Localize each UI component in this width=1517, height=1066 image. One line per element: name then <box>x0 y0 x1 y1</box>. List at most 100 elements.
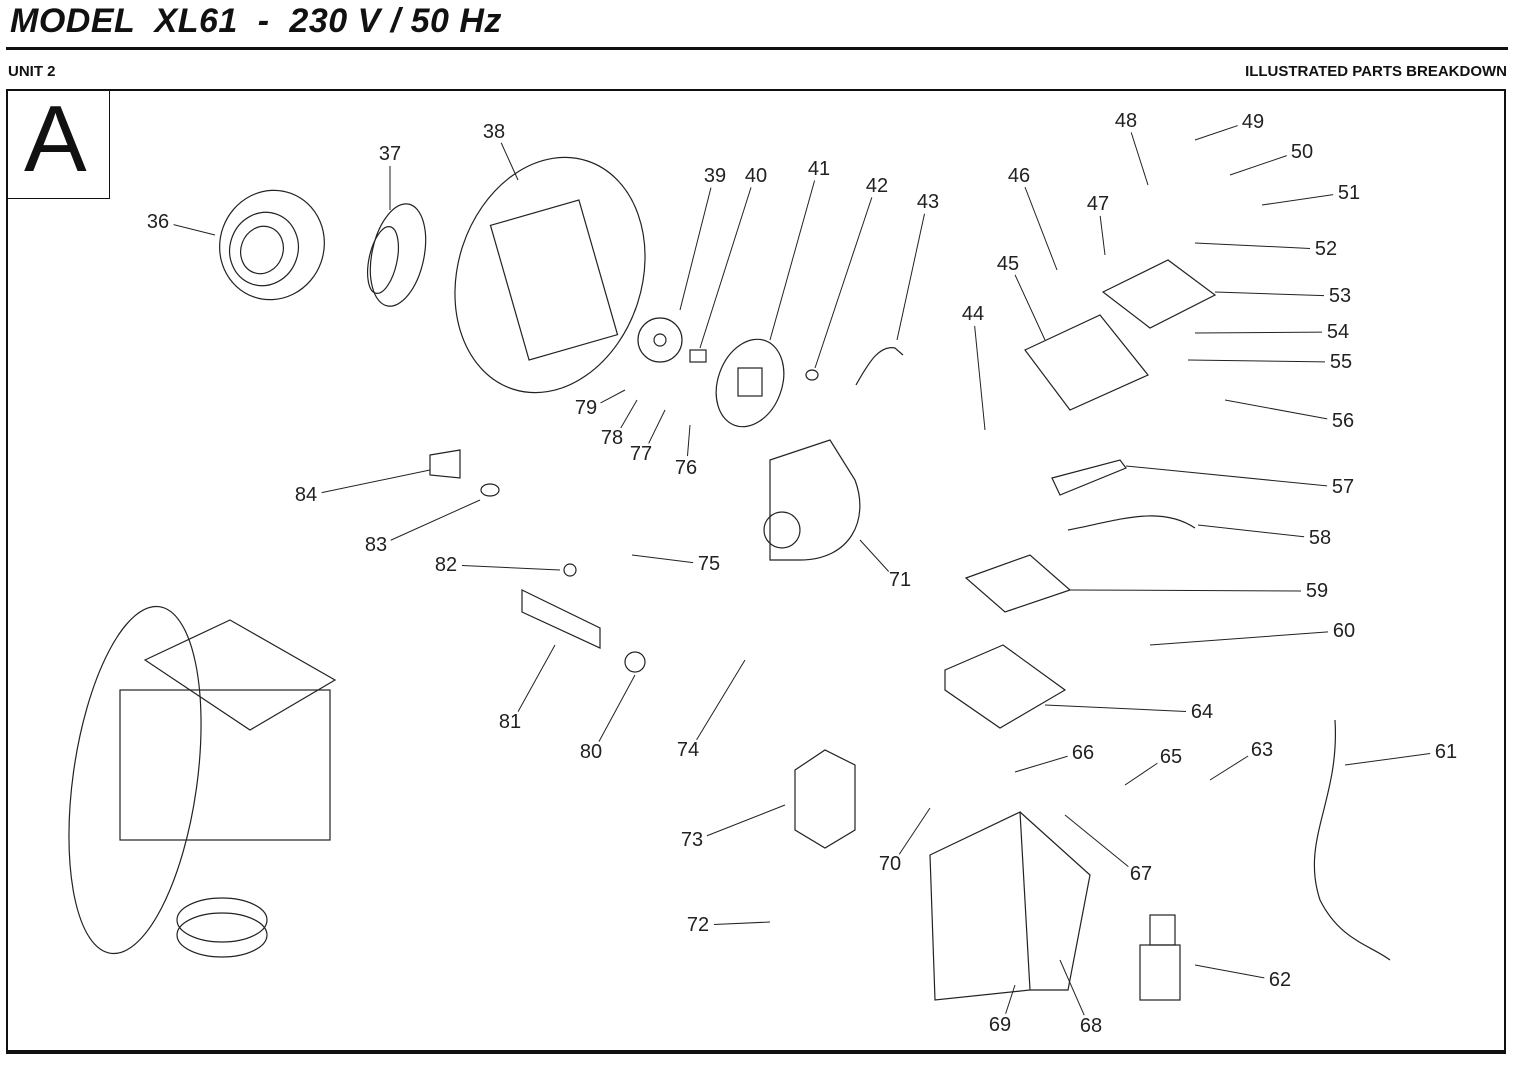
part-callout-66: 66 <box>1071 742 1095 764</box>
part-callout-55: 55 <box>1329 351 1353 373</box>
leader-line-62 <box>1194 964 1265 979</box>
leader-line-41 <box>769 180 816 341</box>
leader-line-69 <box>1005 984 1016 1014</box>
part-callout-79: 79 <box>574 397 598 419</box>
page-title: MODEL XL61 - 230 V / 50 Hz <box>10 2 502 40</box>
leader-line-43 <box>896 213 925 341</box>
leader-line-53 <box>1214 291 1325 297</box>
part-callout-43: 43 <box>916 191 940 213</box>
part-callout-84: 84 <box>294 484 318 506</box>
section-letter-box <box>6 89 110 199</box>
part-callout-77: 77 <box>629 443 653 465</box>
part-callout-82: 82 <box>434 554 458 576</box>
leader-line-44 <box>974 325 986 431</box>
diagram-frame <box>6 89 1506 1054</box>
part-callout-68: 68 <box>1079 1015 1103 1037</box>
header-rule <box>6 47 1508 50</box>
part-callout-70: 70 <box>878 853 902 875</box>
leader-line-61 <box>1344 753 1431 766</box>
part-58-cable <box>1067 515 1196 531</box>
part-callout-49: 49 <box>1241 111 1265 133</box>
part-callout-78: 78 <box>600 427 624 449</box>
leader-line-67 <box>1064 814 1129 868</box>
leader-line-49 <box>1194 125 1238 141</box>
part-38-disk <box>454 156 646 394</box>
part-callout-45: 45 <box>996 253 1020 275</box>
part-callout-74: 74 <box>676 739 700 761</box>
part-62-valve <box>1139 914 1181 1001</box>
part-61-cord <box>1313 719 1391 961</box>
leader-line-80 <box>598 674 636 742</box>
leader-line-48 <box>1130 132 1149 186</box>
part-45-bracket <box>1024 314 1149 411</box>
section-title: ILLUSTRATED PARTS BREAKDOWN <box>1245 63 1507 80</box>
part-callout-69: 69 <box>988 1014 1012 1036</box>
leader-line-47 <box>1099 215 1106 256</box>
leader-line-39 <box>679 187 712 311</box>
part-callout-42: 42 <box>865 175 889 197</box>
part-callout-62: 62 <box>1268 969 1292 991</box>
part-callout-40: 40 <box>744 165 768 187</box>
leader-line-75 <box>631 554 694 564</box>
assembled-burner <box>68 605 337 958</box>
section-letter: A <box>24 86 87 191</box>
part-callout-80: 80 <box>579 741 603 763</box>
part-37-cup <box>366 203 427 307</box>
leader-line-36 <box>173 224 216 236</box>
part-80-switch <box>624 651 646 673</box>
part-callout-38: 38 <box>482 121 506 143</box>
part-73-ignition-unit <box>794 749 856 849</box>
part-57-pcb <box>1051 459 1127 496</box>
part-71-blower <box>763 439 861 561</box>
leader-line-73 <box>706 804 786 837</box>
part-84-clip <box>429 449 461 479</box>
unit-label: UNIT 2 <box>8 63 56 80</box>
part-81-bracket <box>521 589 601 649</box>
leader-line-60 <box>1149 631 1329 646</box>
leader-line-68 <box>1059 959 1085 1016</box>
part-callout-52: 52 <box>1314 238 1338 260</box>
leader-line-72 <box>713 921 771 925</box>
leader-line-63 <box>1209 755 1249 781</box>
part-callout-64: 64 <box>1190 701 1214 723</box>
leader-line-54 <box>1194 331 1323 334</box>
part-callout-76: 76 <box>674 457 698 479</box>
part-callout-83: 83 <box>364 534 388 556</box>
part-callout-67: 67 <box>1129 863 1153 885</box>
part-callout-65: 65 <box>1159 746 1183 768</box>
leader-line-59 <box>1069 589 1302 592</box>
leader-line-65 <box>1124 762 1158 786</box>
part-41-housing <box>715 338 785 428</box>
part-callout-59: 59 <box>1305 580 1329 602</box>
part-83-capacitor <box>480 483 500 497</box>
part-39-fan <box>637 317 683 363</box>
leader-line-84 <box>321 469 431 494</box>
part-callout-57: 57 <box>1331 476 1355 498</box>
leader-line-38 <box>500 142 519 181</box>
part-callout-63: 63 <box>1250 739 1274 761</box>
part-42-nut <box>805 369 819 381</box>
part-callout-60: 60 <box>1332 620 1356 642</box>
leader-line-64 <box>1044 704 1187 712</box>
leader-line-40 <box>699 187 752 349</box>
leader-line-82 <box>461 565 561 571</box>
part-callout-71: 71 <box>888 569 912 591</box>
part-callout-53: 53 <box>1328 285 1352 307</box>
leader-line-77 <box>648 409 666 444</box>
leader-line-83 <box>390 499 481 541</box>
part-callout-58: 58 <box>1308 527 1332 549</box>
leader-line-74 <box>696 659 746 741</box>
leader-line-71 <box>859 539 890 572</box>
part-callout-61: 61 <box>1434 741 1458 763</box>
leader-line-79 <box>600 389 626 404</box>
leader-line-78 <box>620 399 638 429</box>
leader-line-45 <box>1014 274 1046 341</box>
leader-line-50 <box>1229 155 1287 176</box>
part-53-plate <box>1101 259 1217 329</box>
part-callout-36: 36 <box>146 211 170 233</box>
leader-line-52 <box>1194 242 1311 249</box>
part-64-plate <box>944 644 1067 729</box>
leader-line-46 <box>1024 186 1058 271</box>
